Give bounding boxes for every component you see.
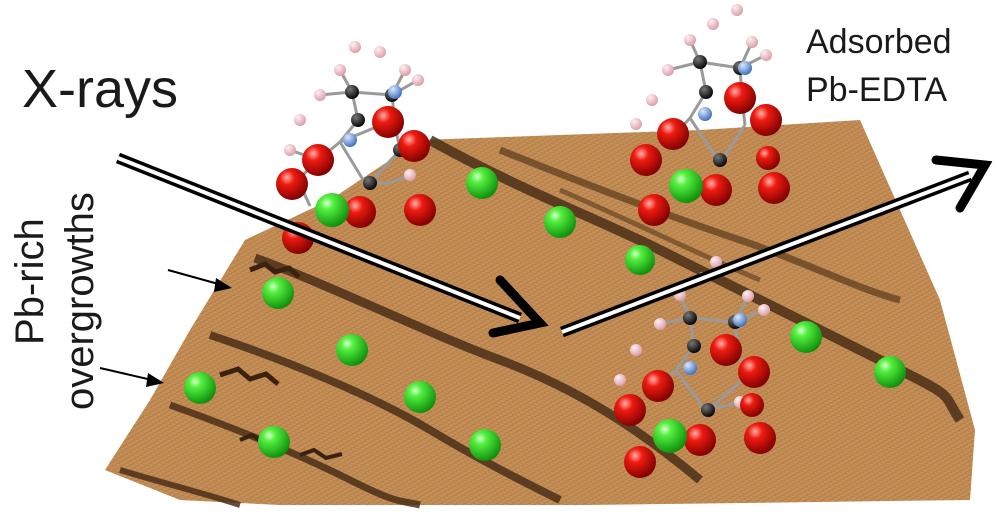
oxygen-atom <box>614 394 646 426</box>
oxygen-atom <box>738 356 770 388</box>
hydrogen-atom <box>404 169 416 181</box>
hydrogen-atom <box>314 89 326 101</box>
carbon-atom <box>687 339 701 353</box>
oxygen-atom <box>624 446 656 478</box>
hydrogen-atom <box>731 4 743 16</box>
nitrogen-atom <box>738 61 752 75</box>
oxygen-atom <box>724 82 756 114</box>
oxygen-atom <box>372 106 404 138</box>
pb-ion <box>544 206 576 238</box>
pb-ion <box>469 429 501 461</box>
nitrogen-atom <box>683 361 697 375</box>
surface-body <box>105 120 975 505</box>
hydrogen-atom <box>646 94 658 106</box>
hydrogen-atom <box>746 36 758 48</box>
pb-ion <box>625 245 655 275</box>
carbon-atom <box>363 176 377 190</box>
carbon-atom <box>345 85 359 99</box>
carbon-atom <box>701 403 715 417</box>
oxygen-atom <box>404 194 436 226</box>
oxygen-atom <box>302 144 334 176</box>
hydrogen-atom <box>654 318 666 330</box>
pb-ion <box>336 334 368 366</box>
hydrogen-atom <box>399 64 411 76</box>
hydrogen-atom <box>742 290 754 302</box>
pb-ion <box>669 169 703 203</box>
hydrogen-atom <box>758 304 770 316</box>
pb-ion <box>466 167 498 199</box>
pb-ion <box>790 321 822 353</box>
pb-edta-label: Pb-EDTA <box>806 72 947 109</box>
pb-ion <box>404 381 436 413</box>
carbon-atom <box>713 153 727 167</box>
oxygen-atom <box>750 104 782 136</box>
oxygen-atom <box>638 194 670 226</box>
oxygen-atom <box>276 168 308 200</box>
hydrogen-atom <box>294 114 306 126</box>
carbon-atom <box>699 85 713 99</box>
carbon-atom <box>351 113 365 127</box>
pb-ion <box>262 277 294 309</box>
oxygen-atom <box>642 370 674 402</box>
carbon-atom <box>683 311 697 325</box>
nitrogen-atom <box>388 85 402 99</box>
mineral-surface <box>105 120 975 505</box>
pb-ion <box>874 356 906 388</box>
hydrogen-atom <box>284 144 296 156</box>
pb-ion <box>258 426 290 458</box>
pb-ion <box>315 193 349 227</box>
pb-ion <box>653 419 687 453</box>
oxygen-atom <box>758 172 790 204</box>
oxygen-atom <box>744 422 776 454</box>
hydrogen-atom <box>334 64 346 76</box>
oxygen-atom <box>710 334 742 366</box>
oxygen-atom <box>756 146 780 170</box>
oxygen-atom <box>684 424 716 456</box>
oxygen-atom <box>700 174 732 206</box>
oxygen-atom <box>740 393 764 417</box>
nitrogen-atom <box>343 133 357 147</box>
hydrogen-atom <box>630 118 642 130</box>
hydrogen-atom <box>707 18 719 30</box>
adsorbed-label: Adsorbed <box>806 24 952 61</box>
oxygen-atom <box>630 144 662 176</box>
hydrogen-atom <box>349 41 361 53</box>
hydrogen-atom <box>374 46 386 58</box>
hydrogen-atom <box>662 64 674 76</box>
xrays-label: X-rays <box>22 60 178 119</box>
oxygen-atom <box>398 130 430 162</box>
hydrogen-atom <box>412 74 424 86</box>
hydrogen-atom <box>760 49 772 61</box>
pb-rich-label: Pb-rich <box>8 218 53 345</box>
overgrowths-label: overgrowths <box>58 192 103 410</box>
hydrogen-atom <box>630 344 642 356</box>
oxygen-atom <box>657 118 689 150</box>
hydrogen-atom <box>614 374 626 386</box>
overgrowth-pointer-bottom <box>100 368 164 387</box>
carbon-atom <box>693 55 707 69</box>
pb-ion <box>184 372 216 404</box>
nitrogen-atom <box>698 107 712 121</box>
hydrogen-atom <box>684 34 696 46</box>
nitrogen-atom <box>733 313 747 327</box>
